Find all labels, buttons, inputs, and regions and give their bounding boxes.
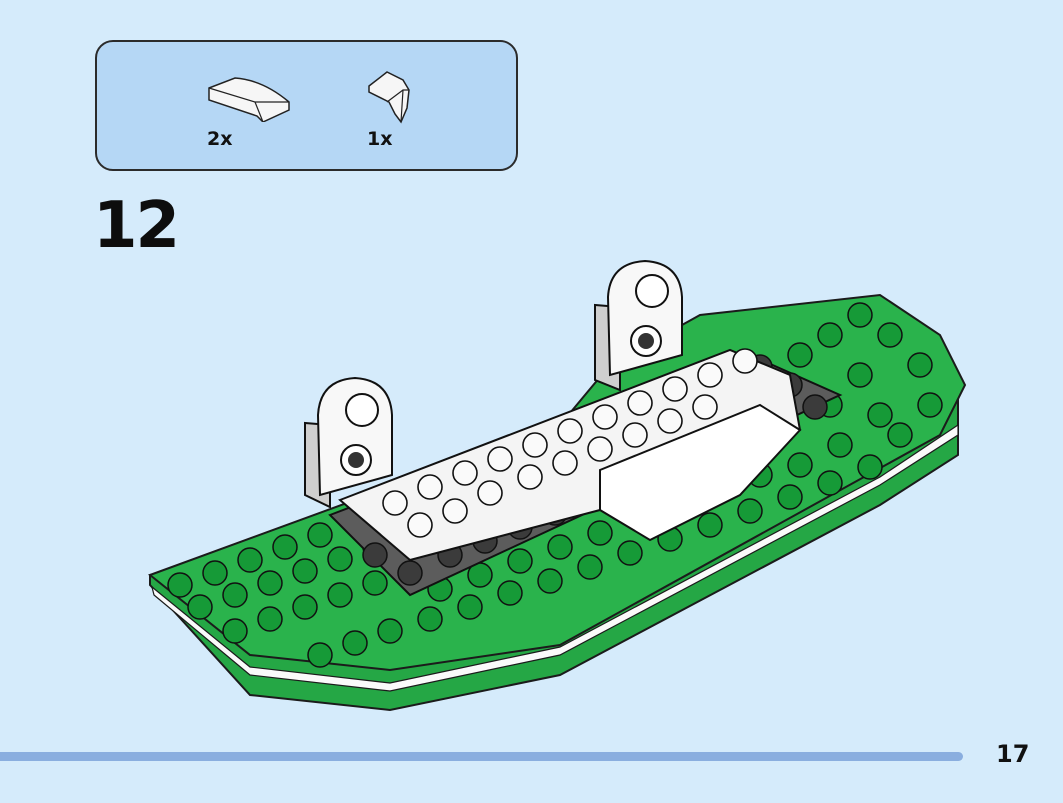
step-number: 12 (93, 189, 180, 263)
progress-bar (0, 752, 963, 761)
page-number: 17 (996, 740, 1030, 768)
white-curved-slope-brick-icon (208, 77, 290, 122)
white-bracket-right (594, 259, 683, 392)
assembly-model-illustration (147, 259, 967, 712)
part-1-quantity: 2x (207, 128, 233, 150)
white-studs (382, 348, 758, 538)
parts-needed-box: 2x 1x (95, 40, 518, 171)
white-stripe (150, 423, 959, 692)
part-2-quantity: 1x (367, 128, 393, 150)
white-curved-slopes (599, 403, 802, 542)
white-bracket-left (304, 376, 393, 509)
white-wedge-slope-brick-icon (368, 71, 410, 124)
